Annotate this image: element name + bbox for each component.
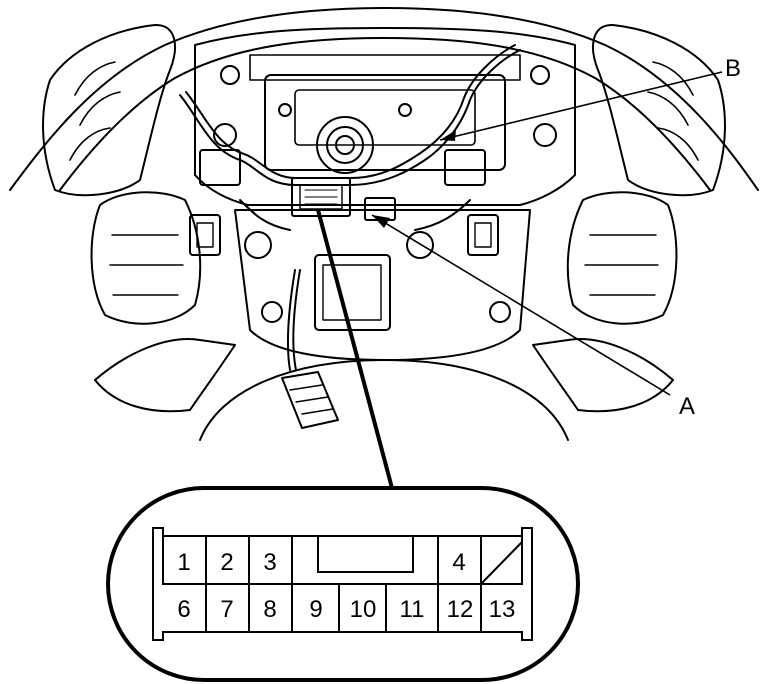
pin-label: 8 <box>263 596 276 623</box>
zoom-pointer <box>316 209 394 489</box>
pin-label: 1 <box>177 549 190 576</box>
leader-b <box>439 71 723 141</box>
pin-labels: 1 2 3 4 6 7 8 9 10 11 12 13 <box>177 549 515 623</box>
pin-label: 6 <box>177 596 190 623</box>
leader-a <box>371 214 671 396</box>
pin-label: 9 <box>309 596 322 623</box>
pin-label: 11 <box>400 596 425 623</box>
steering-wheel-drawing <box>9 7 759 441</box>
arrowhead-b <box>440 130 456 141</box>
connector-face <box>106 486 580 682</box>
pin-label: 12 <box>447 596 474 623</box>
arrowhead-a <box>372 215 390 228</box>
pin-label: 7 <box>220 596 233 623</box>
pin-grid <box>162 535 523 632</box>
pin-label: 2 <box>220 549 233 576</box>
callout-a: A <box>679 393 695 420</box>
pin-label: 13 <box>489 596 516 623</box>
callout-b: B <box>725 55 741 82</box>
pin-label: 3 <box>263 549 276 576</box>
locking-tab <box>317 535 414 573</box>
pin-label: 4 <box>452 549 465 576</box>
connector-outline <box>106 486 580 682</box>
leader-lines <box>316 71 723 489</box>
pin-label: 10 <box>350 596 377 623</box>
